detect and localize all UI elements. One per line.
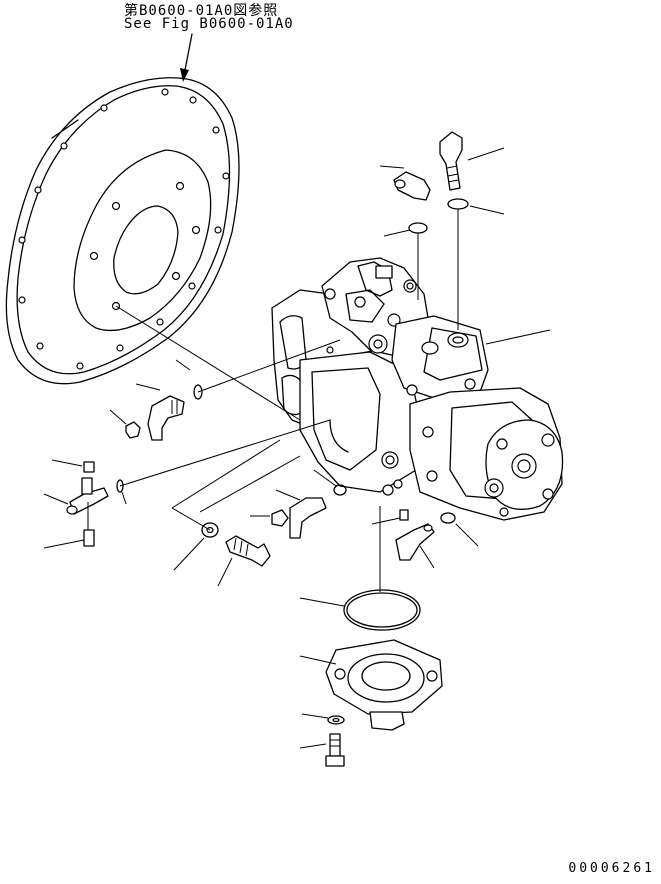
bolt-bottom[interactable]	[325, 733, 345, 767]
cap-top-left[interactable]	[83, 461, 95, 473]
o-ring-center[interactable]	[333, 484, 347, 496]
reference-note-english: See Fig B0600-01A0	[124, 16, 294, 32]
o-ring-left-lower[interactable]	[116, 479, 124, 493]
o-ring-left-upper[interactable]	[193, 384, 203, 400]
reference-note-japanese: 第B0600-01A0図参照	[124, 3, 279, 19]
elbow-fitting-left[interactable]	[147, 395, 185, 441]
bolt-center[interactable]	[225, 535, 271, 567]
main-hydraulic-pump[interactable]	[271, 257, 564, 521]
flywheel-housing-plate[interactable]	[5, 77, 240, 385]
o-ring-top-right[interactable]	[447, 198, 469, 210]
drawing-number: 00006261	[568, 861, 655, 876]
plug-right[interactable]	[399, 509, 409, 521]
elbow-fitting-top-middle[interactable]	[393, 171, 431, 201]
o-ring-top-middle[interactable]	[408, 222, 428, 234]
leader-lines	[43, 147, 551, 749]
o-ring-right[interactable]	[440, 512, 456, 524]
elbow-fitting-top-right[interactable]	[439, 131, 463, 191]
elbow-fitting-right[interactable]	[395, 523, 435, 561]
elbow-fitting-center[interactable]	[289, 497, 327, 539]
tee-fitting-left[interactable]	[66, 477, 109, 547]
suction-flange[interactable]	[325, 639, 443, 731]
large-o-ring[interactable]	[343, 589, 421, 631]
plug-left[interactable]	[125, 421, 141, 439]
plug-center[interactable]	[271, 509, 289, 527]
washer-bottom[interactable]	[327, 715, 345, 725]
reference-leader-arrow	[180, 33, 193, 82]
